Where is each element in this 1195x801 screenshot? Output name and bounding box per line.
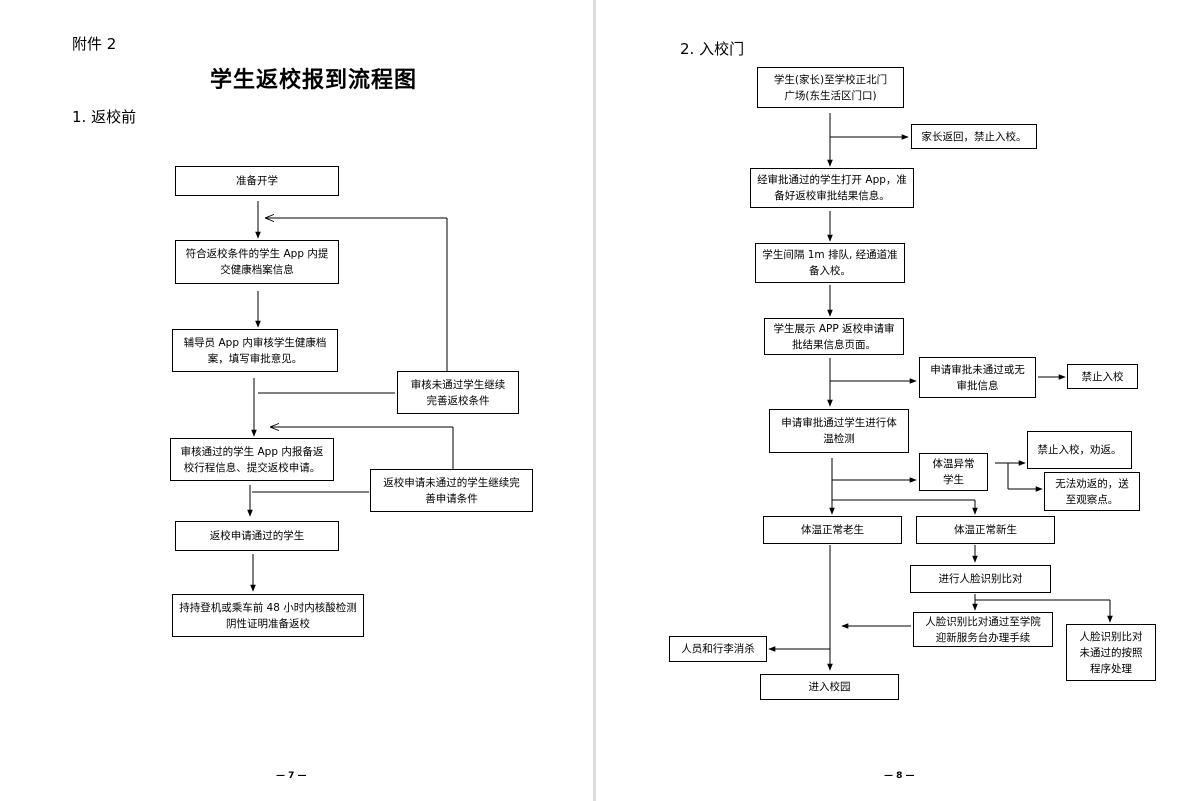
box-application-failed: 返校申请未通过的学生继续完 善申请条件 (370, 469, 533, 512)
page-number-right: — 8 — (884, 771, 915, 781)
box-report-itinerary: 审核通过的学生 App 内报备返 校行程信息、提交返校申请。 (170, 438, 334, 481)
box-enter-campus: 进入校园 (760, 674, 899, 700)
annex-label: 附件 2 (72, 35, 117, 53)
box-temperature-check: 申请审批通过学生进行体 温检测 (769, 409, 909, 453)
box-parent-return: 家长返回，禁止入校。 (911, 124, 1037, 149)
box-show-app-result: 学生展示 APP 返校申请审 批结果信息页面。 (764, 318, 904, 355)
box-arrive-north-gate: 学生(家长)至学校正北门 广场(东生活区门口) (757, 67, 904, 108)
box-face-pass: 人脸识别比对通过至学院 迎新服务台办理手续 (913, 612, 1053, 647)
box-no-entry-persuade: 禁止入校，劝返。 (1027, 431, 1132, 469)
box-normal-new-student: 体温正常新生 (916, 516, 1055, 544)
section-heading-entering-gate: 2. 入校门 (680, 40, 745, 58)
box-prepare-school: 准备开学 (175, 166, 339, 196)
box-no-entry: 禁止入校 (1067, 364, 1138, 389)
box-nucleic-test-proof: 持持登机或乘车前 48 小时内核酸检测 阴性证明准备返校 (172, 594, 364, 637)
box-open-app: 经审批通过的学生打开 App，准 备好返校审批结果信息。 (750, 168, 914, 208)
box-application-passed: 返校申请通过的学生 (175, 521, 339, 551)
box-review-failed: 审核未通过学生继续 完善返校条件 (397, 371, 519, 414)
box-not-approved: 申请审批未通过或无 审批信息 (919, 357, 1036, 398)
box-face-fail: 人脸识别比对 未通过的按照 程序处理 (1066, 624, 1156, 681)
page-divider (593, 0, 596, 801)
page-number-left: — 7 — (276, 771, 307, 781)
box-counselor-review: 辅导员 App 内审核学生健康档 案，填写审批意见。 (172, 329, 338, 372)
box-face-recognition: 进行人脸识别比对 (910, 565, 1051, 593)
document-title: 学生返校报到流程图 (210, 67, 418, 93)
box-normal-returning-student: 体温正常老生 (763, 516, 902, 544)
box-queue-entry: 学生间隔 1m 排队, 经通道准 备入校。 (755, 243, 905, 283)
box-submit-health-record: 符合返校条件的学生 App 内提 交健康档案信息 (175, 240, 339, 284)
section-heading-before-return: 1. 返校前 (72, 108, 137, 126)
box-disinfection: 人员和行李消杀 (669, 636, 767, 662)
box-send-observation: 无法劝返的，送 至观察点。 (1044, 472, 1140, 511)
box-temperature-abnormal: 体温异常 学生 (919, 453, 988, 491)
